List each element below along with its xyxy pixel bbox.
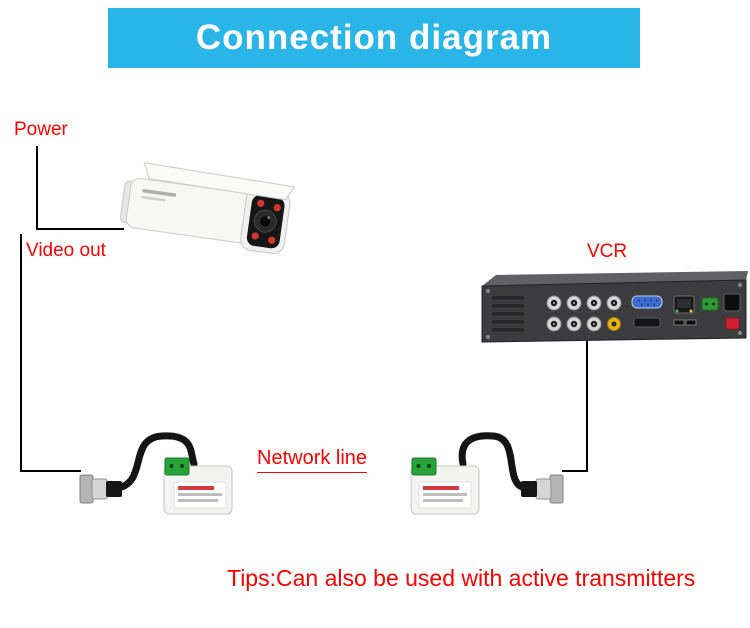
power-inlet — [723, 293, 741, 312]
bullet-camera-icon — [120, 162, 295, 255]
usb-port — [685, 319, 697, 326]
dvr-top-face — [482, 271, 748, 286]
title-banner: Connection diagram — [108, 8, 640, 68]
wire-power-to-camera — [36, 228, 124, 230]
wire-power-vertical — [36, 146, 38, 230]
power-switch — [725, 317, 740, 330]
power-label: Power — [14, 119, 68, 140]
network-line-label: Network line — [257, 447, 368, 473]
dvr-back-panel — [481, 279, 747, 343]
camera-model-marking — [141, 195, 166, 202]
bnc-connector — [521, 474, 564, 504]
bnc-video-inputs — [546, 295, 622, 332]
ir-led-icon — [251, 232, 259, 240]
vga-port — [631, 295, 663, 309]
camera-sun-shield — [143, 162, 295, 201]
cctv-camera-illustration — [120, 162, 295, 262]
video-balun-left-illustration — [78, 426, 238, 518]
balun-label — [173, 481, 227, 509]
ethernet-port — [673, 295, 695, 314]
tips-text: Tips:Can also be used with active transm… — [227, 565, 696, 591]
balun-label — [418, 481, 472, 509]
utp-terminal-block — [411, 457, 437, 476]
balun-cable — [114, 432, 198, 492]
vcr-label: VCR — [587, 241, 628, 262]
video-balun-icon — [79, 432, 233, 515]
wire-vcr-vertical — [586, 341, 588, 471]
rca-audio-jack — [607, 317, 621, 331]
ir-led-icon — [273, 204, 281, 212]
ir-led-icon — [257, 199, 265, 207]
dvr-rear-panel-icon — [481, 271, 748, 343]
camera-brand-marking — [142, 188, 177, 197]
wire-video-out-vertical — [20, 234, 22, 472]
rs485-terminal — [701, 297, 719, 311]
video-out-label: Video out — [26, 240, 106, 261]
ir-led-icon — [268, 236, 276, 244]
vcr-dvr-illustration — [478, 266, 750, 354]
balun-cable — [458, 432, 529, 492]
hdmi-port — [633, 317, 661, 328]
wire-video-out-to-balun — [20, 470, 81, 472]
usb-port — [673, 319, 685, 326]
bnc-connector — [79, 474, 122, 504]
page-title: Connection diagram — [195, 18, 553, 57]
video-balun-icon — [410, 432, 564, 515]
video-balun-right-illustration — [405, 426, 565, 518]
wire-vcr-to-balun — [562, 470, 588, 472]
utp-terminal-block — [164, 457, 190, 476]
dvr-vent-grille — [492, 296, 524, 332]
